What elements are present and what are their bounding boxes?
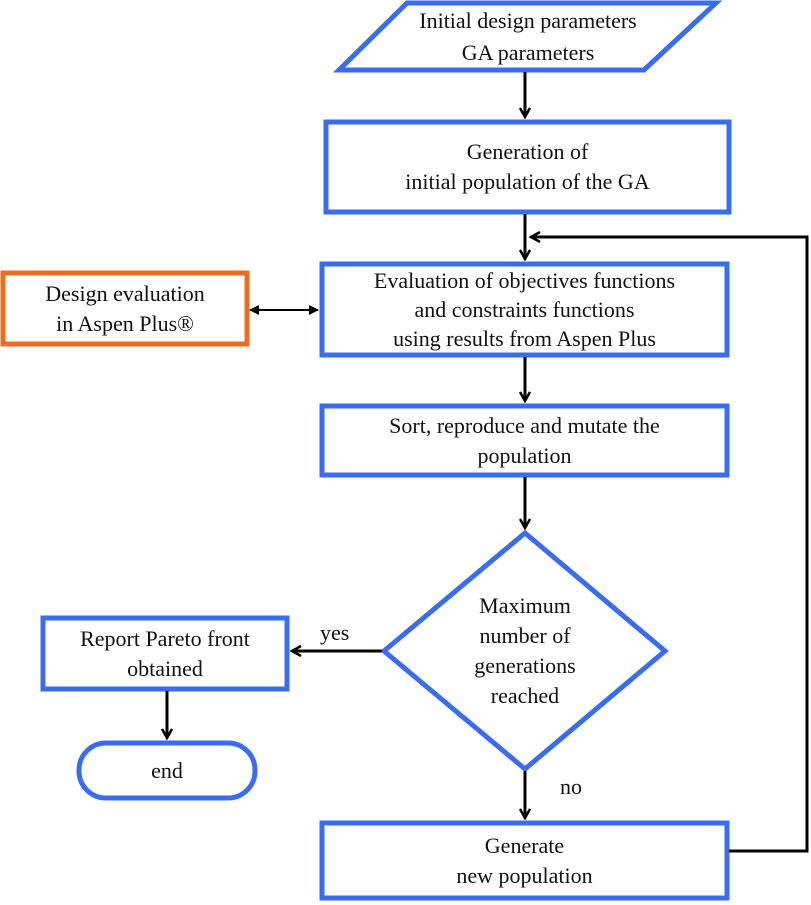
- report-box: [40, 615, 290, 692]
- sort-box: [319, 403, 730, 478]
- init-population-box: [323, 119, 732, 215]
- input-parallelogram: [332, 0, 723, 73]
- init-population-label: Generation of initial population of the …: [326, 122, 729, 212]
- end-text: end: [151, 757, 183, 783]
- aspen-line-2: in Aspen Plus®: [56, 310, 194, 336]
- decision-line-2: number of: [479, 623, 571, 648]
- aspen-line-1: Design evaluation: [45, 280, 205, 306]
- input-line-2: GA parameters: [461, 39, 595, 65]
- decision-diamond: [380, 529, 669, 773]
- report-label: Report Pareto front obtained: [43, 618, 287, 689]
- end-terminator: [76, 740, 258, 801]
- init-line-2: initial population of the GA: [405, 169, 650, 194]
- sort-line-2: population: [477, 442, 572, 468]
- report-line-2: obtained: [127, 655, 203, 681]
- input-line-1: Initial design parameters: [419, 7, 637, 33]
- end-label: end: [79, 743, 255, 798]
- generate-line-1: Generate: [484, 832, 565, 858]
- sort-label: Sort, reproduce and mutate the populatio…: [322, 406, 727, 475]
- report-line-1: Report Pareto front: [80, 625, 250, 651]
- decision-line-3: generations: [474, 653, 576, 678]
- no-label: no: [560, 774, 582, 799]
- aspen-box: [0, 270, 250, 347]
- generate-box: [319, 820, 730, 901]
- generate-line-2: new population: [456, 862, 593, 888]
- input-label: Initial design parameters GA parameters: [340, 3, 716, 70]
- evaluation-label: Evaluation of objectives functions and c…: [322, 264, 727, 355]
- evaluation-box: [319, 261, 730, 358]
- feedback-loop-arrow: [531, 237, 809, 853]
- eval-line-1: Evaluation of objectives functions: [373, 268, 676, 293]
- decision-line-4: reached: [490, 683, 560, 708]
- generate-label: Generate new population: [322, 823, 727, 898]
- sort-line-1: Sort, reproduce and mutate the: [389, 412, 660, 438]
- aspen-label: Design evaluation in Aspen Plus®: [3, 273, 247, 344]
- eval-line-2: and constraints functions: [414, 297, 635, 322]
- eval-line-3: using results from Aspen Plus: [393, 326, 656, 351]
- yes-label: yes: [320, 620, 350, 645]
- init-line-1: Generation of: [466, 139, 589, 164]
- decision-line-1: Maximum: [479, 593, 571, 618]
- decision-label: Maximum number of generations reached: [425, 591, 625, 711]
